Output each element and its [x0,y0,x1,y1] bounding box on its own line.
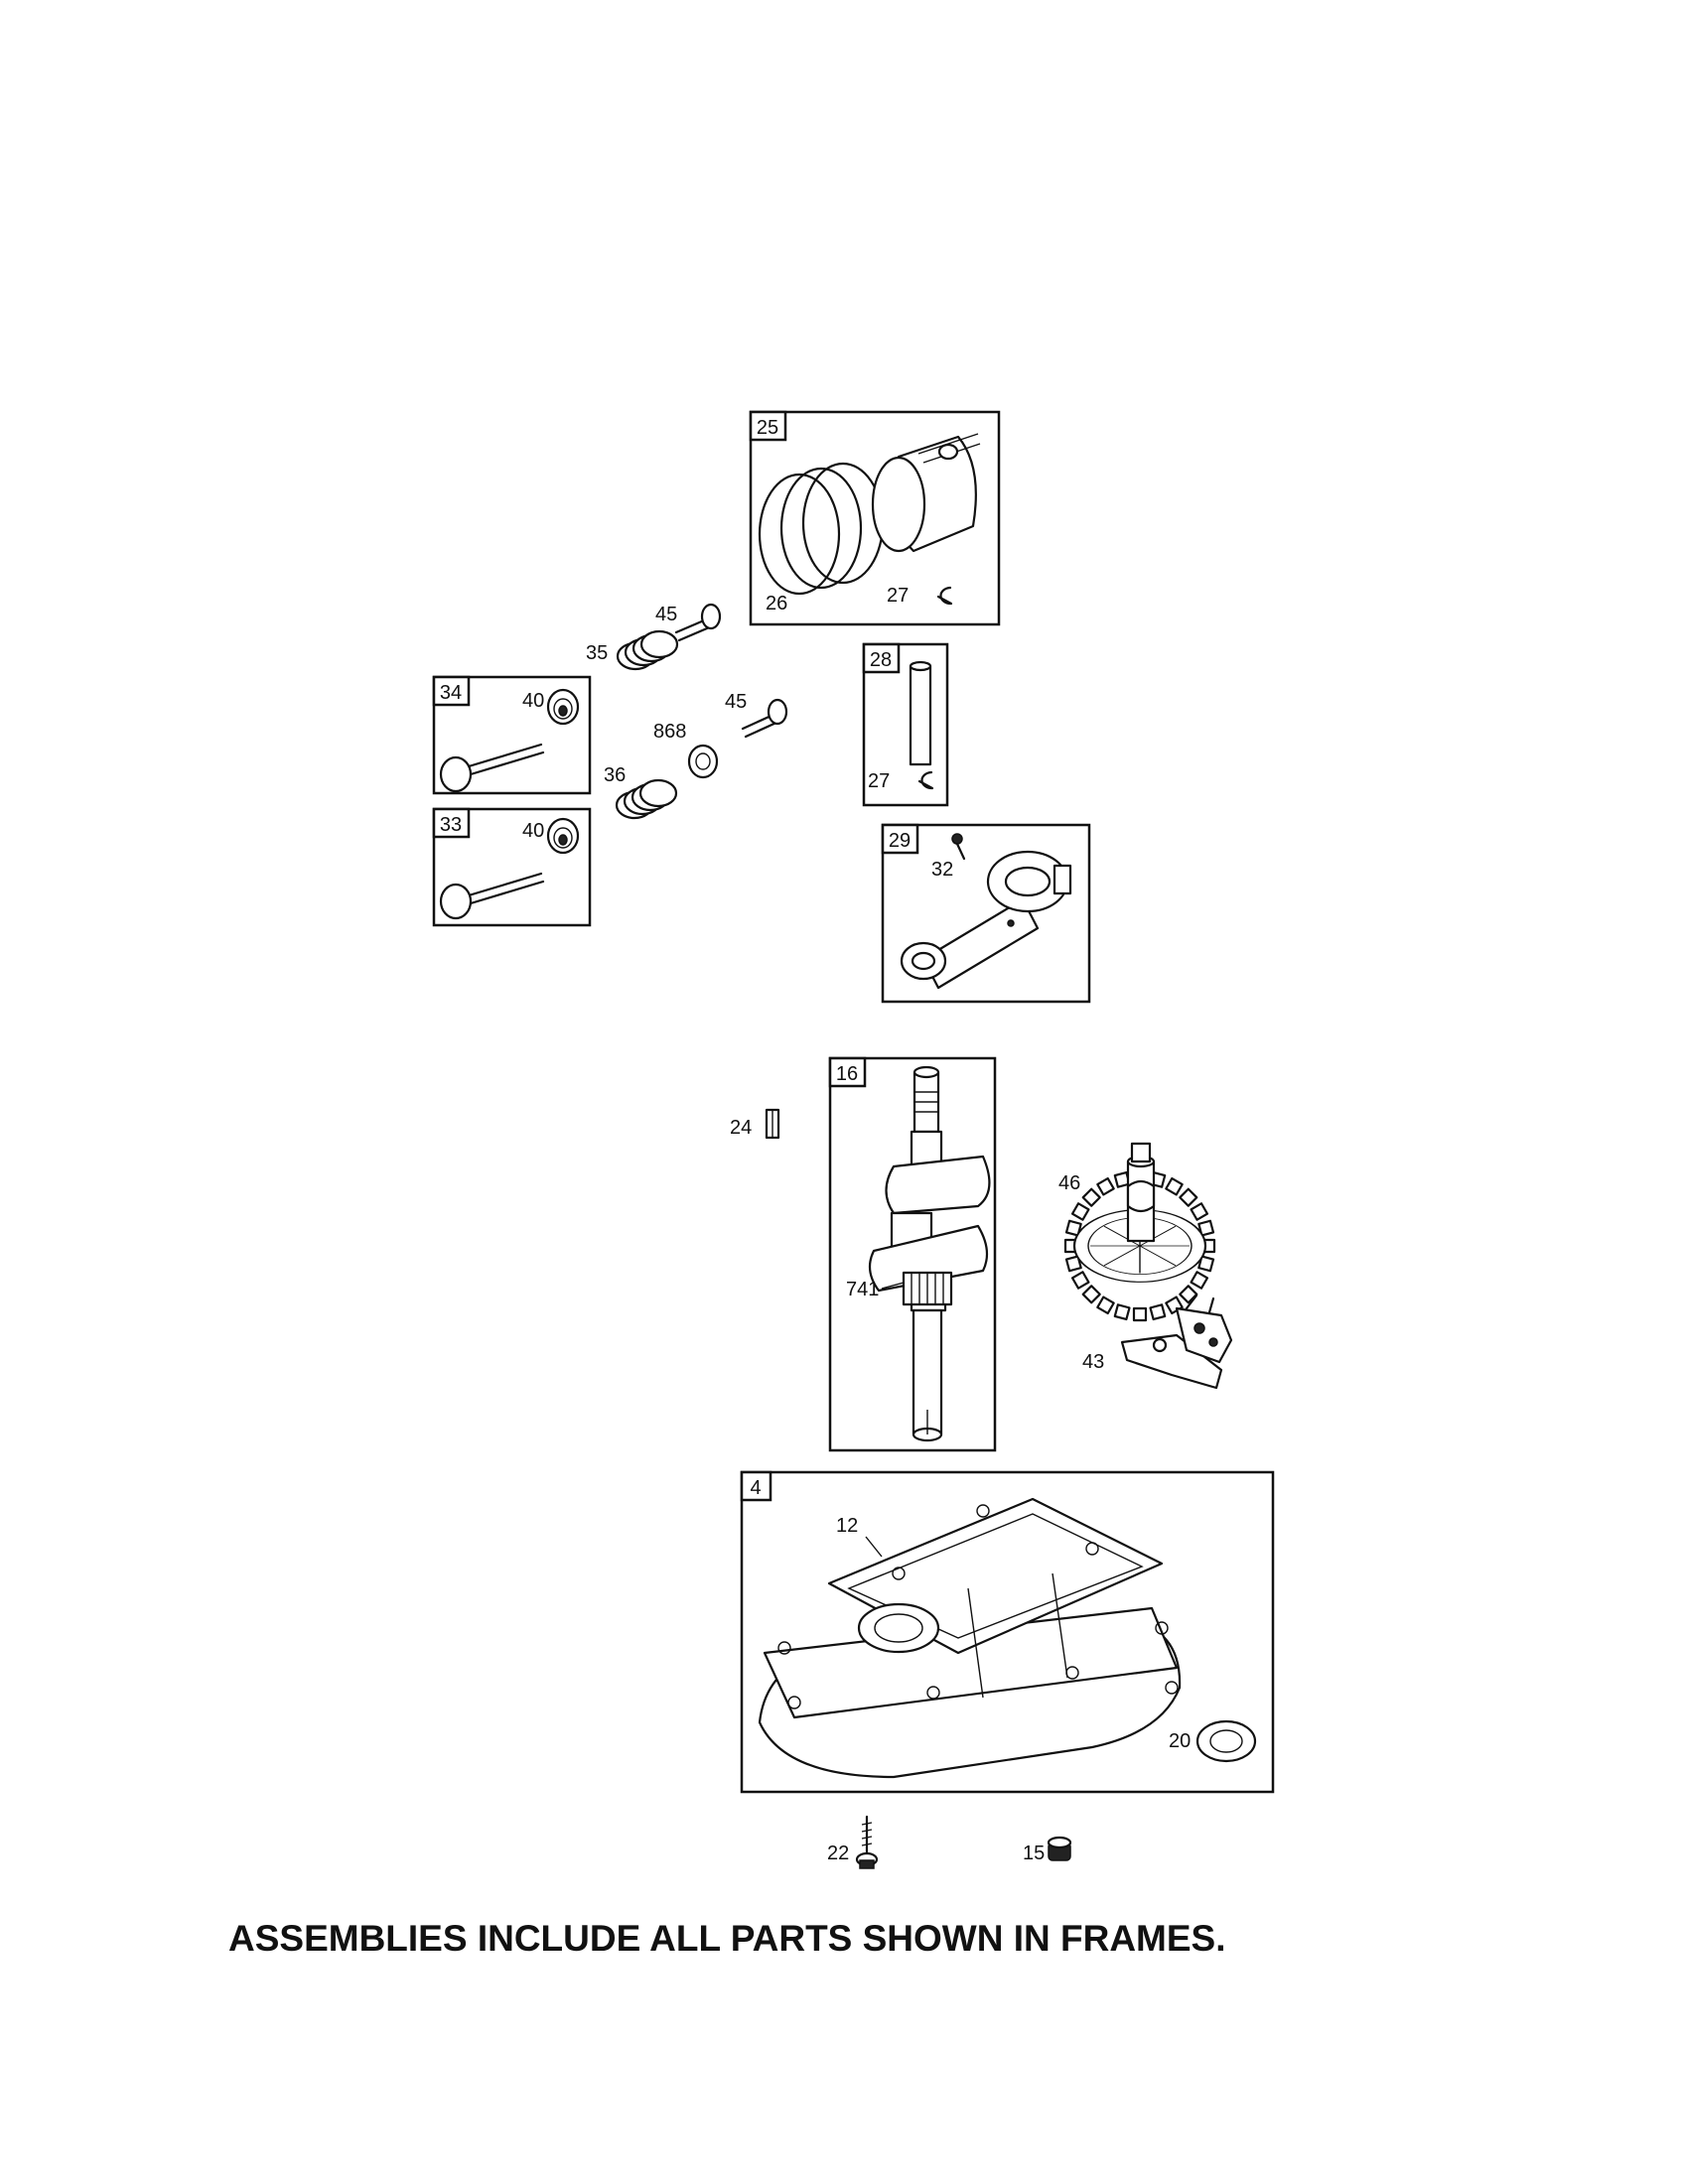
valve-spring-35-part [616,629,679,671]
frame-16-label: 16 [836,1063,858,1085]
part-32-label: 32 [931,859,953,881]
frame-33-valve-assembly: 33 40 [432,807,592,927]
part-40-label-2: 40 [522,820,544,842]
crank-gear-741-part [902,1271,953,1306]
part-15-label: 15 [1023,1843,1045,1864]
valve-spring-36-part [615,778,678,820]
piston-pin-part [909,660,932,766]
part-12-label: 12 [836,1515,858,1537]
part-45-label: 45 [655,604,677,625]
frame-29-label: 29 [889,830,911,852]
frame-34-valve-assembly: 34 40 [432,675,592,795]
frame-25-piston-assembly: 25 26 27 [749,410,1001,626]
part-22-label: 22 [827,1843,849,1864]
frame-4-sump-assembly: 4 12 20 [740,1470,1275,1794]
key-24-part [765,1108,780,1140]
connecting-rod-part [900,850,1072,990]
part-43-label: 43 [1082,1351,1104,1373]
screw-22-part [855,1815,879,1869]
frame-33-label: 33 [440,814,462,836]
frame-16-crankshaft-assembly: 16 741 [828,1056,997,1452]
tappet-45-lower-part [741,698,788,739]
oil-plug-15-part [1047,1836,1072,1861]
part-45-label-2: 45 [725,691,747,713]
camshaft-gear-46-part [1063,1142,1216,1322]
part-46-label: 46 [1058,1172,1080,1194]
exhaust-valve-part [439,743,545,793]
part-24-label: 24 [730,1117,752,1139]
frame-25-label: 25 [757,417,778,439]
frame-34-label: 34 [440,682,462,704]
frame-4-label: 4 [750,1477,761,1499]
rod-bolt-32-part [951,833,966,861]
piston-rings-part [758,462,885,596]
frame-29-connecting-rod-assembly: 29 32 [881,823,1091,1004]
spring-retainer-868-part [687,744,719,779]
valve-seal-40-part [546,688,580,726]
sump-cover-part [758,1497,1182,1779]
crankshaft-part [868,1065,991,1442]
piston-part [871,433,981,553]
part-27-label-2: 27 [868,770,890,792]
governor-43-part [1120,1294,1233,1390]
part-20-label: 20 [1169,1730,1191,1752]
part-35-label: 35 [586,642,608,664]
assemblies-footnote: ASSEMBLIES INCLUDE ALL PARTS SHOWN IN FR… [228,1918,1226,1959]
tappet-45-upper-part [674,603,722,642]
part-868-label: 868 [653,721,686,743]
retainer-clip-27-part [936,586,953,606]
intake-valve-part [439,872,545,920]
valve-seal-40b-part [546,817,580,855]
retainer-clip-27b-part [917,770,934,790]
frame-28-label: 28 [870,649,892,671]
part-36-label: 36 [604,764,626,786]
part-40-label: 40 [522,690,544,712]
frame-28-piston-pin-assembly: 28 27 [862,642,949,807]
part-741-label: 741 [846,1279,879,1300]
part-26-label: 26 [766,593,787,614]
oil-seal-20-part [1195,1719,1257,1763]
part-27-label: 27 [887,585,909,607]
